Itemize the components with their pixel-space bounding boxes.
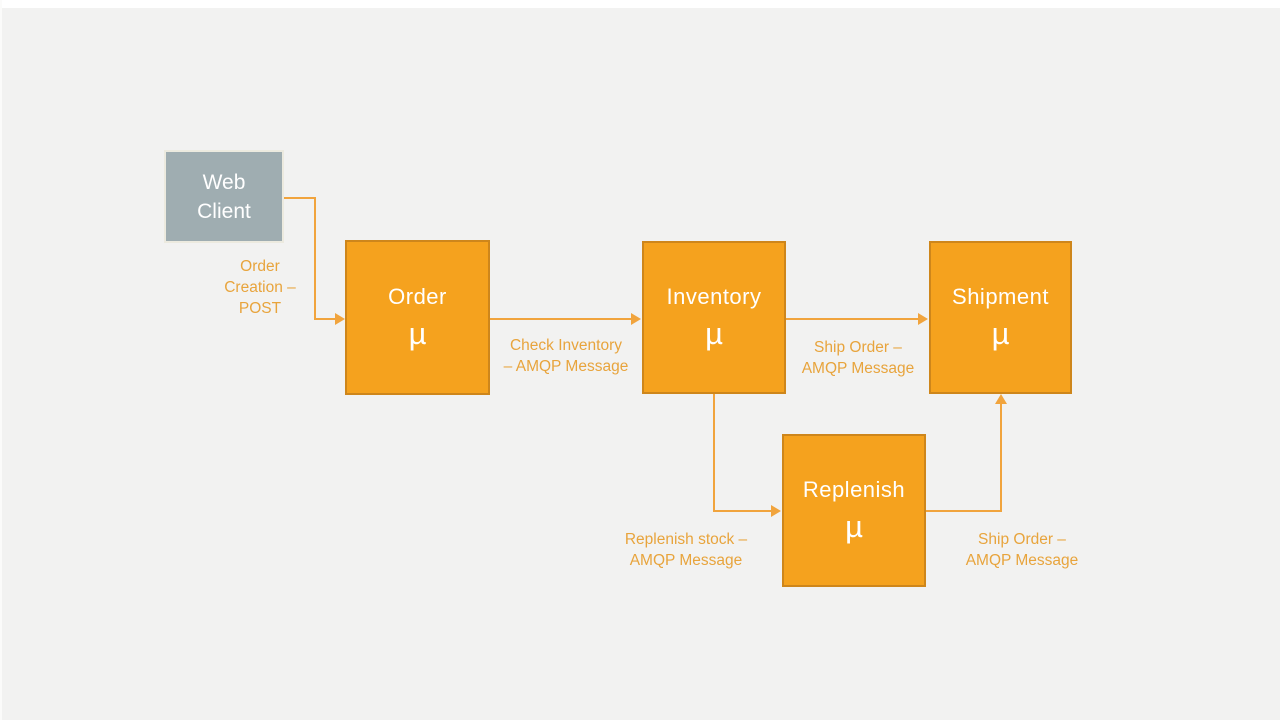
- edge-label-line: AMQP Message: [629, 552, 743, 569]
- node-web-client-label-line1: Web: [202, 170, 246, 194]
- edge-inventory-replenish-segment: [713, 510, 772, 512]
- edge-label-ship-order-replenish: Ship Order – AMQP Message: [966, 529, 1079, 571]
- edge-label-line: Ship Order –: [978, 531, 1066, 548]
- node-shipment-microservice: Shipment µ: [929, 241, 1072, 394]
- node-shipment-label: Shipment: [952, 284, 1049, 309]
- edge-label-line: Creation –: [224, 279, 296, 296]
- mu-symbol: µ: [705, 316, 723, 351]
- slide-top-edge: [0, 0, 1280, 8]
- edge-inventory-shipment-segment: [786, 318, 919, 320]
- edge-label-line: AMQP Message: [801, 360, 915, 377]
- edge-order-inventory-segment: [490, 318, 632, 320]
- edge-webclient-order-segment: [314, 318, 336, 320]
- mu-symbol: µ: [408, 316, 427, 351]
- node-inventory-label: Inventory: [666, 284, 762, 309]
- edge-webclient-order-segment: [284, 197, 316, 199]
- node-replenish-microservice: Replenish µ: [782, 434, 926, 587]
- edge-replenish-shipment-segment: [1000, 403, 1002, 512]
- arrowhead-right-icon: [918, 313, 928, 325]
- node-web-client: Web Client: [164, 150, 284, 243]
- arrowhead-right-icon: [771, 505, 781, 517]
- node-web-client-label-line2: Client: [197, 199, 251, 223]
- edge-label-line: POST: [238, 300, 282, 317]
- edge-label-line: Check Inventory: [509, 337, 622, 354]
- mu-symbol: µ: [845, 509, 863, 544]
- arrowhead-right-icon: [631, 313, 641, 325]
- edge-label-line: Order: [240, 258, 280, 275]
- edge-label-line: Replenish stock –: [624, 531, 748, 548]
- slide-left-edge: [0, 0, 2, 720]
- edge-label-line: AMQP Message: [965, 552, 1079, 569]
- edge-label-ship-order-inventory: Ship Order – AMQP Message: [802, 337, 915, 379]
- arrowhead-right-icon: [335, 313, 345, 325]
- arrowhead-up-icon: [995, 394, 1007, 404]
- edge-inventory-replenish-segment: [713, 394, 715, 511]
- node-replenish-label: Replenish: [802, 477, 906, 502]
- mu-symbol: µ: [991, 316, 1010, 351]
- edge-label-line: – AMQP Message: [503, 358, 629, 375]
- edge-webclient-order-segment: [314, 197, 316, 319]
- edge-label-check-inventory: Check Inventory – AMQP Message: [504, 335, 629, 377]
- node-inventory-microservice: Inventory µ: [642, 241, 786, 394]
- edge-label-line: Ship Order –: [814, 339, 902, 356]
- node-order-label: Order: [388, 284, 447, 309]
- edge-label-replenish-stock: Replenish stock – AMQP Message: [625, 529, 747, 571]
- node-order-microservice: Order µ: [345, 240, 490, 395]
- edge-replenish-shipment-segment: [926, 510, 1002, 512]
- edge-label-order-creation: Order Creation – POST: [224, 256, 296, 319]
